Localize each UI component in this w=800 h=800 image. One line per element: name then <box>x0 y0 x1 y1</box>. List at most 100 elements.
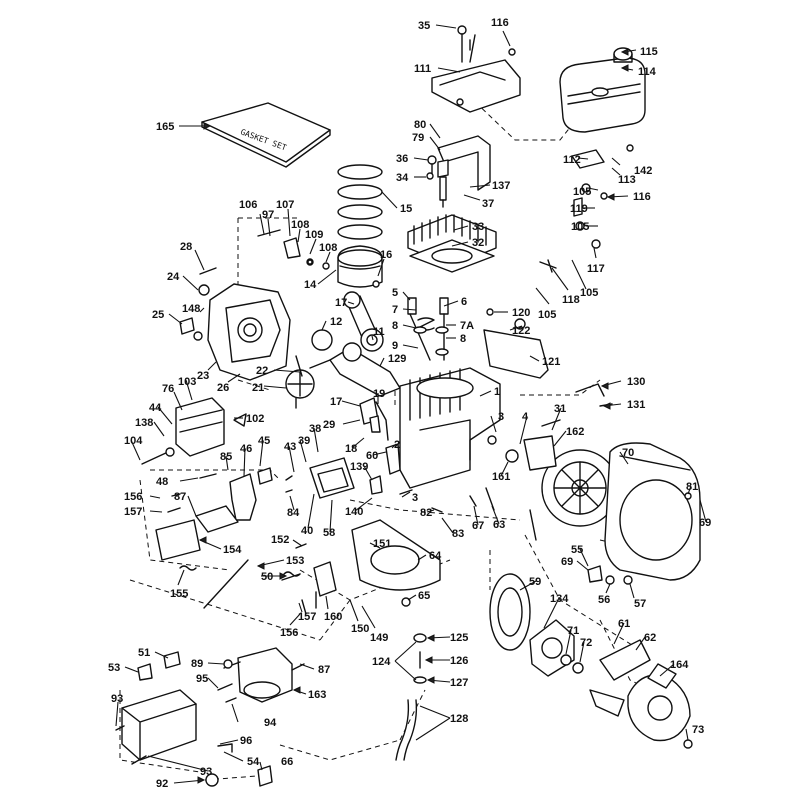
callout-125: 125 <box>450 632 468 644</box>
callout-105d: 105 <box>538 309 556 321</box>
callout-46: 46 <box>240 443 252 455</box>
callout-118: 118 <box>562 294 580 306</box>
callout-149: 149 <box>370 632 388 644</box>
callout-69b: 69 <box>561 556 573 568</box>
callout-156: 156 <box>124 491 142 503</box>
callout-21: 21 <box>252 382 264 394</box>
part-spark-plug <box>437 159 449 208</box>
callout-5: 5 <box>392 287 398 299</box>
callout-36: 36 <box>396 153 408 165</box>
part-intake-elbow <box>195 473 257 533</box>
callout-2: 2 <box>394 439 400 451</box>
callout-43: 43 <box>284 441 296 453</box>
callout-105: 105 <box>573 186 591 198</box>
callout-7: 7 <box>392 304 398 316</box>
callout-155: 155 <box>170 588 188 600</box>
callout-95: 95 <box>196 673 208 685</box>
callout-97: 97 <box>262 209 274 221</box>
callout-165: 165 <box>156 121 174 133</box>
part-starter-assembly <box>627 663 691 742</box>
callout-89: 89 <box>191 658 203 670</box>
callout-142: 142 <box>634 165 652 177</box>
callout-137: 137 <box>492 180 510 192</box>
callout-94: 94 <box>264 717 277 729</box>
callout-156b: 156 <box>280 627 298 639</box>
callout-35: 35 <box>418 20 430 32</box>
callout-82: 82 <box>420 507 432 519</box>
callout-19: 19 <box>373 388 385 400</box>
callout-128: 128 <box>450 713 468 725</box>
callout-59: 59 <box>529 576 541 588</box>
callout-31: 31 <box>554 403 566 415</box>
part-head-gasket <box>409 239 495 273</box>
callout-83: 83 <box>452 528 464 540</box>
part-governor-bracket <box>155 519 337 597</box>
callout-25: 25 <box>152 309 164 321</box>
callout-60: 60 <box>366 450 378 462</box>
callout-121: 121 <box>542 356 560 368</box>
callout-151: 151 <box>373 538 391 550</box>
callout-84: 84 <box>287 507 300 519</box>
part-gasket-set: GASKET SET <box>201 102 331 168</box>
callout-164: 164 <box>670 659 689 671</box>
callout-157: 157 <box>124 506 142 518</box>
callout-51: 51 <box>138 647 150 659</box>
callout-45: 45 <box>258 435 270 447</box>
callout-18: 18 <box>345 443 357 455</box>
part-carburetor <box>223 647 305 703</box>
callout-65: 65 <box>418 590 430 602</box>
part-cylinder-block <box>399 367 501 489</box>
callout-66: 66 <box>281 756 293 768</box>
callout-53: 53 <box>108 662 120 674</box>
leader-arrowheads <box>197 48 629 784</box>
callout-4: 4 <box>522 411 529 423</box>
callout-160: 160 <box>324 611 342 623</box>
callout-116b: 116 <box>633 191 651 203</box>
callout-34: 34 <box>396 172 409 184</box>
part-recoil-pulley <box>489 573 531 651</box>
callout-130: 130 <box>627 376 645 388</box>
part-piston <box>337 245 383 288</box>
callout-109: 109 <box>305 229 323 241</box>
callout-22: 22 <box>256 365 268 377</box>
callout-108b: 108 <box>319 242 337 254</box>
callout-162: 162 <box>566 426 584 438</box>
callout-139: 139 <box>350 461 368 473</box>
callout-152: 152 <box>271 534 289 546</box>
callout-87: 87 <box>174 491 186 503</box>
callout-131: 131 <box>627 399 645 411</box>
callout-29: 29 <box>323 419 335 431</box>
callout-69: 69 <box>699 517 711 529</box>
callout-58: 58 <box>323 527 335 539</box>
callout-122: 122 <box>512 325 530 337</box>
callout-76: 76 <box>162 383 174 395</box>
callout-38: 38 <box>309 423 321 435</box>
callout-48: 48 <box>156 476 168 488</box>
part-reed-plate <box>309 457 355 499</box>
part-crankcase-cover <box>207 283 291 381</box>
part-starter-handle <box>589 639 651 717</box>
part-piston-rings <box>337 164 383 240</box>
callout-64: 64 <box>429 550 442 562</box>
callout-108: 108 <box>291 219 309 231</box>
callout-116: 116 <box>491 17 509 29</box>
callout-73: 73 <box>692 724 704 736</box>
callout-105c: 105 <box>580 287 598 299</box>
callout-7a: 7A <box>460 320 474 332</box>
callout-163: 163 <box>308 689 326 701</box>
callout-70: 70 <box>622 447 634 459</box>
part-connecting-rod <box>343 291 384 352</box>
callout-23: 23 <box>197 370 209 382</box>
callout-50: 50 <box>261 571 273 583</box>
callout-117: 117 <box>587 263 605 275</box>
callout-33: 33 <box>472 221 484 233</box>
part-blower-housing <box>604 442 701 581</box>
callout-62: 62 <box>644 632 656 644</box>
callout-17b: 17 <box>330 396 342 408</box>
callout-140: 140 <box>345 506 363 518</box>
callout-161: 161 <box>492 471 510 483</box>
callout-96: 96 <box>240 735 252 747</box>
callout-11: 11 <box>373 326 385 338</box>
